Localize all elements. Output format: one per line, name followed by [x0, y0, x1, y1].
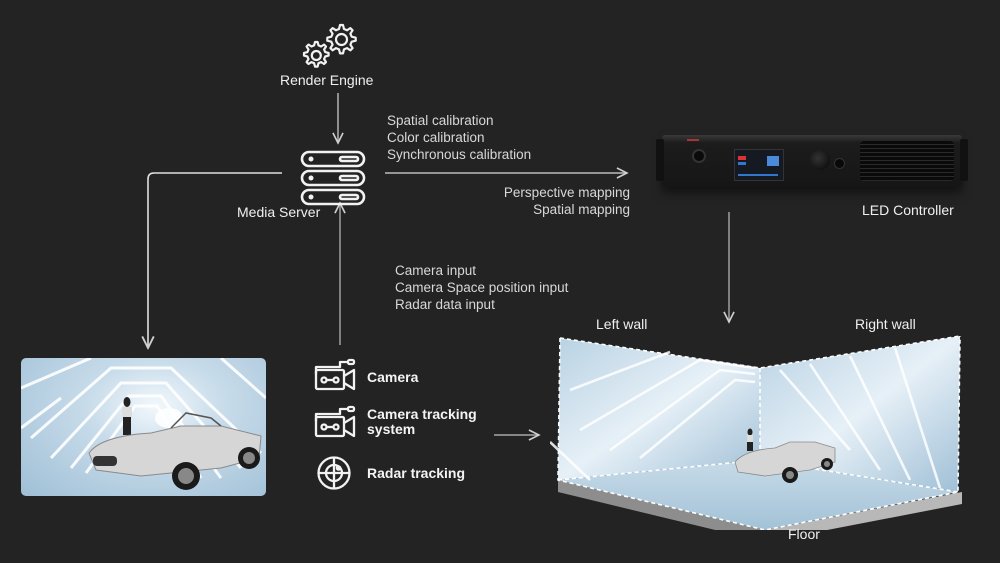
input-item: Camera Space position input — [395, 280, 569, 295]
gears-icon — [302, 23, 357, 68]
floor-label: Floor — [788, 526, 820, 542]
calibration-list: Spatial calibration Color calibration Sy… — [387, 112, 531, 163]
render-engine-node: Render Engine — [270, 22, 410, 92]
led-controller-device — [656, 135, 968, 187]
source-camera: Camera — [314, 358, 494, 392]
controller-screen — [734, 149, 784, 181]
led-stage: Left wall Right wall — [550, 312, 980, 552]
preview-render-image — [21, 358, 266, 496]
controller-knob — [810, 150, 830, 170]
preview-scene-graphic — [21, 358, 266, 490]
source-camera-tracking: Camera tracking system — [314, 405, 494, 439]
calibration-item: Spatial calibration — [387, 113, 494, 128]
source-radar: Radar tracking — [314, 455, 494, 491]
mapping-item: Perspective mapping — [503, 185, 630, 200]
left-wall-label: Left wall — [596, 316, 648, 332]
video-camera-icon — [314, 358, 356, 391]
calibration-item: Synchronous calibration — [387, 147, 532, 162]
input-item: Radar data input — [395, 297, 495, 312]
left-wall — [558, 338, 760, 480]
right-wall-label: Right wall — [855, 316, 916, 332]
controller-vent — [860, 141, 954, 181]
mapping-item: Spatial mapping — [533, 202, 630, 217]
calibration-item: Color calibration — [387, 130, 485, 145]
video-camera-icon — [314, 405, 356, 438]
radar-icon — [317, 456, 351, 490]
floor — [558, 460, 958, 530]
server-icon — [300, 150, 366, 206]
mapping-list: Perspective mapping Spatial mapping — [460, 184, 630, 218]
input-item: Camera input — [395, 263, 477, 278]
led-controller-label: LED Controller — [862, 202, 954, 218]
media-server-node: Media Server — [230, 145, 370, 225]
source-label: Camera tracking system — [367, 406, 477, 437]
led-stage-graphic — [550, 335, 962, 530]
source-label: Radar tracking — [367, 465, 466, 481]
arrow-server-to-preview — [148, 172, 282, 348]
render-engine-label: Render Engine — [280, 72, 374, 88]
source-label: Camera — [367, 369, 419, 385]
led-controller-node: LED Controller — [650, 125, 980, 225]
media-server-label: Media Server — [237, 204, 321, 220]
input-list: Camera input Camera Space position input… — [395, 262, 568, 313]
